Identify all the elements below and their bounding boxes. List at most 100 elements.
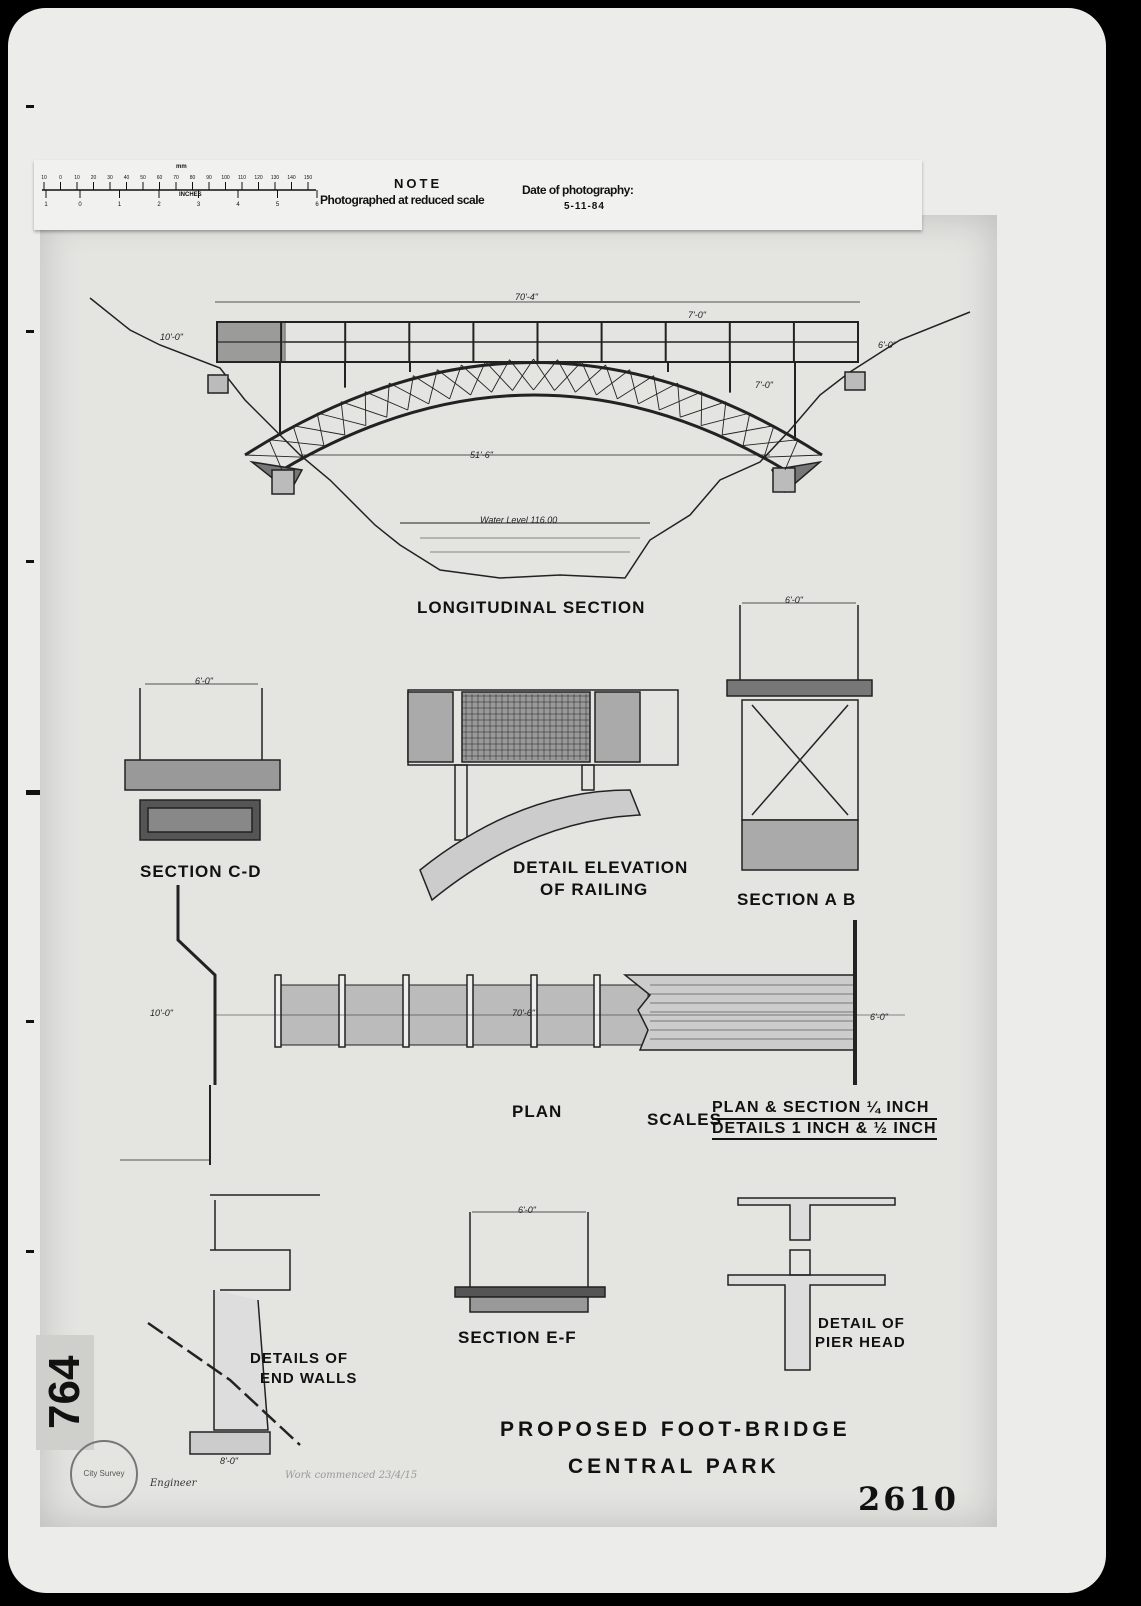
arch-lattice: [340, 401, 346, 436]
arch-lattice: [653, 375, 660, 411]
arch-lattice: [742, 412, 751, 446]
ruler-tick-label: 2: [157, 202, 161, 208]
ruler-tick-label: 140: [287, 175, 296, 181]
arch-lattice: [605, 364, 618, 400]
arch-lattice: [659, 391, 702, 411]
scales-line-2: Details 1 Inch & ½ Inch: [712, 1118, 937, 1140]
arch-lattice: [721, 401, 727, 436]
arch-lattice: [554, 361, 582, 391]
arch-lattice: [700, 391, 703, 426]
arch-lattice: [428, 369, 438, 404]
arch-lattice: [743, 439, 799, 447]
engineer-signature: Engineer: [150, 1478, 197, 1489]
arch-lattice: [461, 364, 492, 393]
arch-lattice: [449, 364, 462, 400]
dim-ef-width: 6'-0": [518, 1205, 536, 1215]
ruler-tick-label: 4: [236, 202, 240, 208]
dim-ab-width: 6'-0": [785, 595, 803, 605]
arch-lattice: [317, 412, 366, 426]
handwritten-note: Work commenced 23/4/15: [285, 1470, 418, 1481]
view-title-longitudinal-section: Longitudinal Section: [417, 598, 646, 617]
arch-lattice: [701, 412, 750, 426]
arch-lattice: [764, 454, 823, 458]
arch-lattice: [437, 369, 471, 396]
arch-lattice: [784, 439, 799, 471]
ruler-tick-label: 1: [118, 202, 122, 208]
film-tick: [26, 105, 34, 108]
ruler-tick-label: 100: [221, 175, 230, 181]
ruler-tick-label: 1: [44, 202, 48, 208]
ruler-tick-label: 20: [91, 175, 97, 181]
view-title-end-walls-2: End Walls: [260, 1370, 358, 1387]
date-value: 5-11-84: [564, 201, 605, 212]
arch-lattice: [722, 425, 774, 436]
arch-lattice: [557, 359, 576, 393]
view-title-pier-head-2: Pier Head: [815, 1334, 906, 1351]
file-number: 764: [36, 1335, 94, 1450]
arch-lattice: [596, 369, 630, 396]
view-title-section-ab: Section A B: [737, 890, 857, 909]
note-text: Photographed at reduced scale: [320, 193, 485, 207]
film-tick: [26, 790, 40, 795]
dim-plan-length: 70'-6": [512, 1008, 535, 1018]
ruler-tick-label: 130: [271, 175, 280, 181]
ruler-tick-label: 120: [254, 175, 263, 181]
ruler-tick-label: 80: [190, 175, 196, 181]
scales-line-1: Plan & Section ¼ Inch: [712, 1099, 930, 1116]
ruler-tick-label: 40: [124, 175, 130, 181]
dim-water-level: Water Level 116.00: [480, 515, 558, 525]
arch-lattice: [365, 391, 408, 411]
ruler-tick-label: 50: [140, 175, 146, 181]
film-tick: [26, 1250, 34, 1253]
dim-end-left: 10'-0": [160, 332, 183, 342]
film-tick: [26, 330, 34, 333]
arch-lattice: [244, 454, 303, 458]
ruler-unit-label: INCHES: [179, 192, 202, 198]
ruler-tick-label: 30: [107, 175, 113, 181]
arch-lattice: [485, 361, 513, 391]
ruler-tick-label: 10: [41, 175, 47, 181]
plan-post: [338, 974, 346, 1048]
arch-lattice: [512, 358, 534, 391]
arch-lattice: [509, 359, 534, 391]
view-title-plan: Plan: [512, 1102, 563, 1121]
ruler-tick-label: 3: [197, 202, 201, 208]
arch-lattice: [292, 425, 304, 458]
arch-lattice: [341, 401, 387, 418]
section-ef-drawing: [454, 1211, 606, 1313]
longitudinal-section-drawing: [89, 297, 971, 579]
ruler-tick-label: 90: [206, 175, 212, 181]
dim-span-total: 70'-4": [515, 292, 538, 302]
arch-lattice: [316, 412, 325, 446]
date-label: Date of photography:: [522, 183, 634, 197]
arch-lattice: [763, 425, 775, 458]
plan-post: [530, 974, 538, 1048]
dim-plan-width: 10'-0": [150, 1008, 173, 1018]
ruler-tick-label: 150: [304, 175, 313, 181]
dim-end-right: 6'-0": [878, 340, 896, 350]
ruler-tick-label: 0: [78, 202, 82, 208]
arch-lattice: [364, 391, 367, 426]
arch-lattice: [638, 382, 678, 405]
view-title-section-cd: Section C-D: [140, 862, 262, 881]
ruler-tick-label: 0: [59, 175, 62, 181]
arch-lattice: [629, 369, 639, 404]
arch-lattice: [389, 382, 429, 405]
arch-lattice: [533, 359, 558, 391]
arch-lattice: [470, 361, 486, 396]
arch-lattice: [268, 439, 324, 447]
section-cd-drawing: [124, 683, 281, 841]
arch-lattice: [293, 425, 345, 436]
arch-lattice: [407, 375, 414, 411]
note-heading: NOTE: [394, 176, 443, 191]
arch-lattice: [386, 382, 390, 418]
ruler-tick-label: 110: [238, 175, 246, 181]
dim-panel: 7'-0": [688, 310, 706, 320]
plan-drawing: [120, 885, 905, 1165]
arch-lattice: [617, 375, 654, 400]
plan-post: [593, 974, 601, 1048]
scales-label: Scales: [647, 1110, 722, 1129]
dim-post: 7'-0": [755, 380, 773, 390]
